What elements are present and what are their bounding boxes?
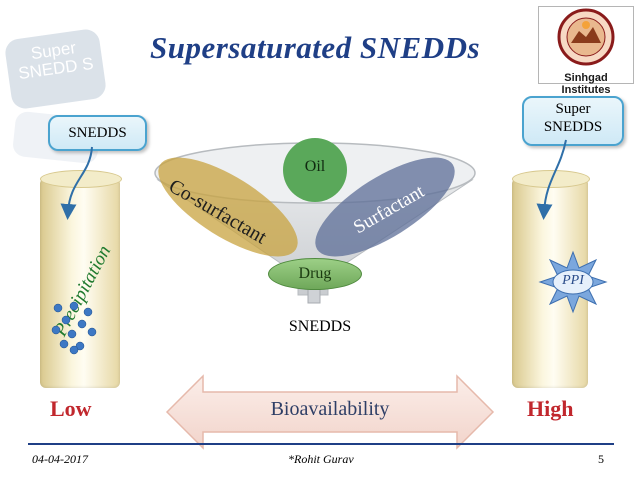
slide-title: Supersaturated SNEDDs <box>150 30 481 65</box>
left-tube-top <box>40 170 122 188</box>
oil-circle <box>283 138 347 202</box>
cosurfactant-ellipse <box>158 157 298 257</box>
footer-page-number: 5 <box>598 452 604 466</box>
logo-caption: Sinhgad Institutes <box>561 72 611 96</box>
oil-label: Oil <box>304 158 326 175</box>
super-snedds-callout: Super SNEDDS <box>522 96 624 146</box>
snedds-output-label: SNEDDS <box>288 318 352 335</box>
super-snedds-line1: Super <box>555 101 591 117</box>
ppi-star-icon <box>538 250 608 314</box>
surfactant-ellipse <box>315 157 455 257</box>
drug-label: Drug <box>298 265 332 282</box>
ppi-label: PPI <box>562 273 584 288</box>
funnel-diagram <box>154 138 476 304</box>
footer-date: 04-04-2017 <box>32 452 88 466</box>
footer-author: *Rohit Gurav <box>288 452 354 466</box>
snedds-callout: SNEDDS <box>48 115 147 151</box>
drug-pill: Drug <box>268 258 362 290</box>
footer-divider <box>28 443 614 445</box>
low-label: Low <box>50 396 92 421</box>
left-tube <box>40 178 120 388</box>
high-label: High <box>527 396 574 421</box>
logo-emblem-icon <box>557 8 615 66</box>
bioavailability-label: Bioavailability <box>270 398 390 420</box>
bioavailability-arrow <box>165 374 495 450</box>
sinhgad-logo: Sinhgad Institutes <box>538 6 634 96</box>
precipitate-dots <box>51 301 97 355</box>
snedds-callout-label: SNEDDS <box>68 125 127 141</box>
super-snedds-line2: SNEDDS <box>543 119 603 135</box>
